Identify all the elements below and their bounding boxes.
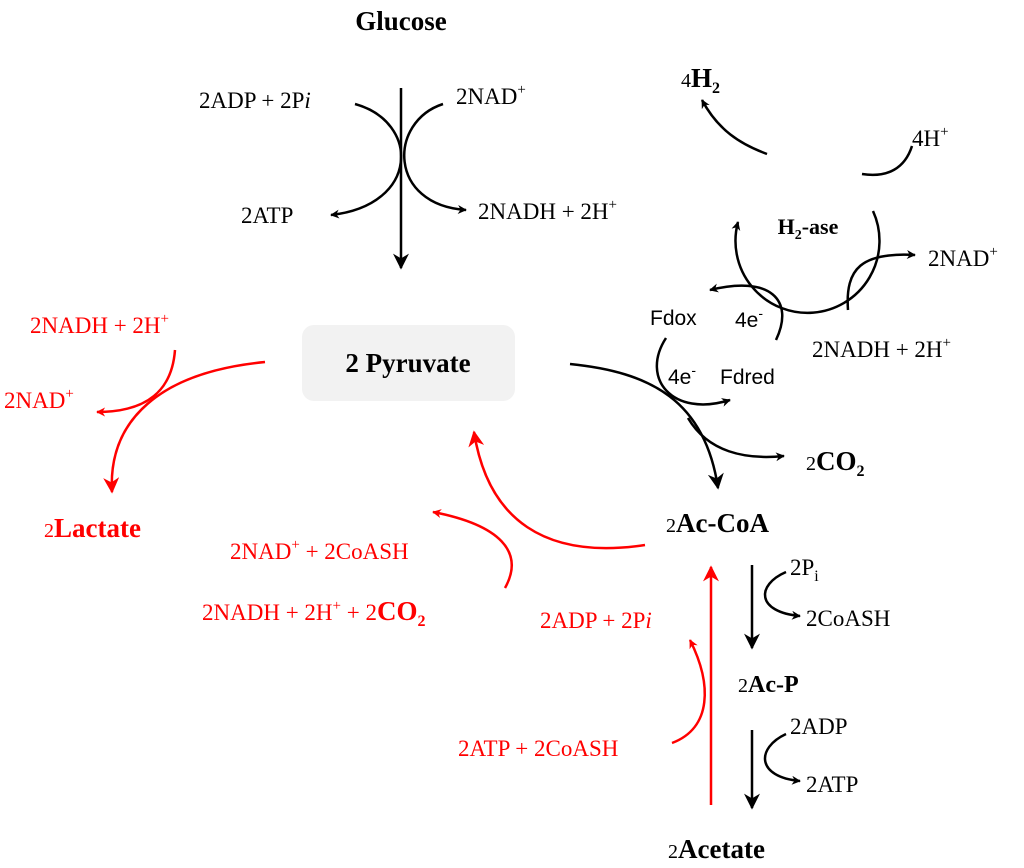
acetylcoa-label: 2Ac-CoA	[666, 508, 769, 538]
electrons-bottom-label: 4e-	[668, 362, 696, 389]
acetate-label: 2Acetate	[668, 834, 765, 864]
pyruvate-label: 2 Pyruvate	[345, 348, 470, 378]
red-nadh-lactate-label: 2NADH + 2H+	[30, 311, 169, 338]
lactate-label: 2Lactate	[44, 513, 141, 543]
h2-product-label: 4H2	[681, 63, 720, 97]
red-nadh-co2-to-nad-coash-curve	[432, 509, 513, 589]
hydrogenase-cycle	[731, 210, 881, 315]
pyruvate-to-acetylcoa-arrow	[569, 362, 724, 490]
glucose-label: Glucose	[355, 6, 447, 36]
red-atp-coash-label: 2ATP + 2CoASH	[458, 736, 618, 761]
fdox-to-fdred-curve	[655, 337, 731, 407]
fdox-label: Fdox	[650, 307, 697, 330]
nadh-label: 2NADH + 2H+	[478, 197, 617, 224]
pyruvate-box	[302, 325, 515, 401]
nad-right-label: 2NAD+	[928, 244, 998, 271]
red-nadh-co2-label: 2NADH + 2H+ + 2CO2	[202, 596, 425, 630]
electrons-top-label: 4e-	[735, 305, 763, 332]
adp-right-label: 2ADP	[790, 714, 848, 739]
fdred-label: Fdred	[720, 366, 775, 389]
acetylcoa-to-pyruvate-arrow	[468, 430, 646, 550]
adp-atp-curve	[763, 732, 801, 785]
red-nad-lactate-label: 2NAD+	[4, 386, 74, 413]
h2-release-curve	[700, 99, 768, 156]
fd-to-hydrogenase-curve	[709, 283, 784, 341]
pyruvate-to-lactate-arrow	[103, 360, 266, 494]
red-adp-pi-label: 2ADP + 2Pi	[540, 608, 652, 633]
nadh-to-nad-curve	[846, 250, 916, 311]
hydrogenase-label: H2-ase	[778, 214, 839, 243]
atp-right-label: 2ATP	[806, 772, 858, 797]
nad-label: 2NAD+	[456, 82, 526, 109]
adp-pi-label: 2ADP + 2Pi	[199, 88, 311, 113]
red-atp-to-adp-curve	[671, 639, 706, 745]
nad-to-nadh-curve	[403, 102, 467, 214]
red-nad-coash-label: 2NAD+ + 2CoASH	[230, 537, 409, 564]
proton-uptake-curve	[861, 145, 914, 177]
atp-label: 2ATP	[241, 203, 293, 228]
proton-label: 4H+	[912, 124, 949, 151]
co2-release-curve	[686, 417, 785, 462]
acetylp-label: 2Ac-P	[738, 672, 799, 698]
coash-right-label: 2CoASH	[806, 606, 890, 631]
red-nadh-to-nad-curve	[96, 349, 177, 417]
pi-label: 2Pi	[790, 555, 819, 585]
adp-to-atp-curve	[330, 102, 403, 219]
co2-black-label: 2CO2	[806, 446, 865, 480]
pi-coash-curve	[763, 570, 801, 620]
nadh-right-label: 2NADH + 2H+	[812, 335, 951, 362]
